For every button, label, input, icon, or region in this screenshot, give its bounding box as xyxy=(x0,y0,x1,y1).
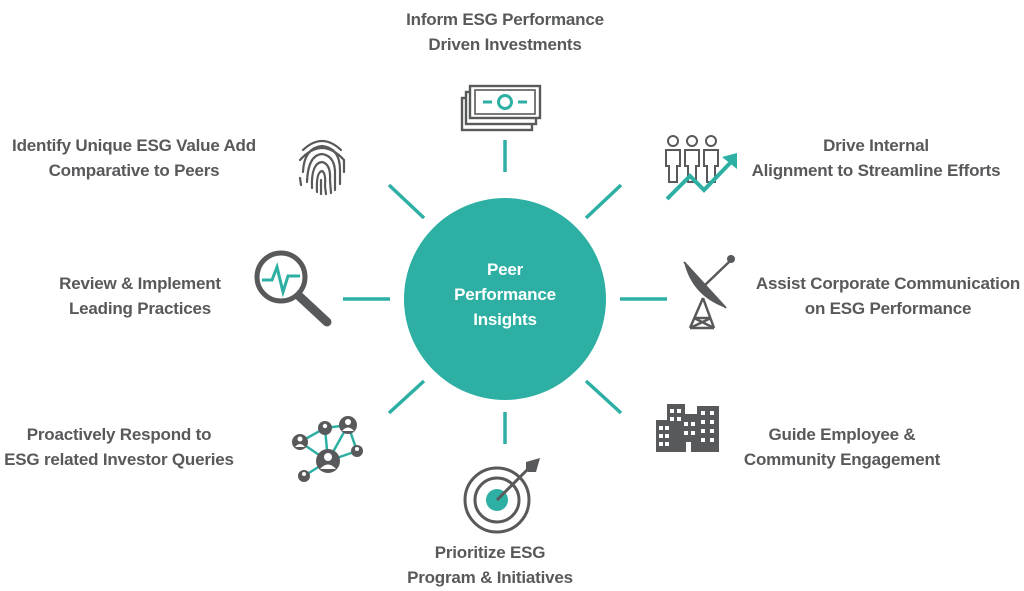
center-label: Peer Performance Insights xyxy=(405,257,605,332)
label-bottom-line1: Prioritize ESG xyxy=(434,543,546,562)
fingerprint-icon xyxy=(298,139,346,196)
label-right: Assist Corporate Communication on ESG Pe… xyxy=(752,271,1024,321)
label-left: Review & Implement Leading Practices xyxy=(40,271,240,321)
spoke-bottom-right xyxy=(584,379,623,415)
label-top-right: Drive Internal Alignment to Streamline E… xyxy=(740,133,1012,183)
spoke-bottom-left xyxy=(387,379,426,415)
label-top-left-line2: Comparative to Peers xyxy=(48,161,220,180)
spoke-top-right xyxy=(584,183,623,220)
money-bills-icon xyxy=(460,84,542,132)
label-top: Inform ESG Performance Driven Investment… xyxy=(380,7,630,57)
label-bottom-left-line2: ESG related Investor Queries xyxy=(4,450,234,469)
satellite-dish-icon xyxy=(683,255,735,330)
label-left-line2: Leading Practices xyxy=(68,299,212,318)
label-right-line2: on ESG Performance xyxy=(804,299,972,318)
center-label-line1: Peer xyxy=(486,260,524,279)
label-bottom-left: Proactively Respond to ESG related Inves… xyxy=(0,422,238,472)
label-bottom-right-line1: Guide Employee & xyxy=(768,425,916,444)
center-circle xyxy=(404,198,606,400)
label-top-line1: Inform ESG Performance xyxy=(406,10,604,29)
center-label-line3: Insights xyxy=(473,310,537,329)
buildings-icon xyxy=(656,404,719,452)
label-right-line1: Assist Corporate Communication xyxy=(755,274,1021,293)
spoke-top-left xyxy=(387,183,426,220)
target-icon xyxy=(463,458,540,534)
spokes xyxy=(343,140,667,444)
label-top-left-line1: Identify Unique ESG Value Add xyxy=(12,136,256,155)
label-bottom-right: Guide Employee & Community Engagement xyxy=(730,422,954,472)
label-bottom-line2: Program & Initiatives xyxy=(407,568,573,587)
label-top-right-line1: Drive Internal xyxy=(823,136,929,155)
label-top-line2: Driven Investments xyxy=(428,35,582,54)
label-bottom-left-line1: Proactively Respond to xyxy=(26,425,212,444)
network-icon xyxy=(292,416,363,482)
label-top-right-line2: Alignment to Streamline Efforts xyxy=(751,161,1001,180)
magnifier-pulse-icon xyxy=(254,250,332,327)
people-growth-icon xyxy=(665,135,737,201)
center-label-line2: Performance xyxy=(454,285,556,304)
label-bottom: Prioritize ESG Program & Initiatives xyxy=(390,540,590,590)
label-left-line1: Review & Implement xyxy=(59,274,221,293)
label-bottom-right-line2: Community Engagement xyxy=(743,450,941,469)
label-top-left: Identify Unique ESG Value Add Comparativ… xyxy=(4,133,264,183)
